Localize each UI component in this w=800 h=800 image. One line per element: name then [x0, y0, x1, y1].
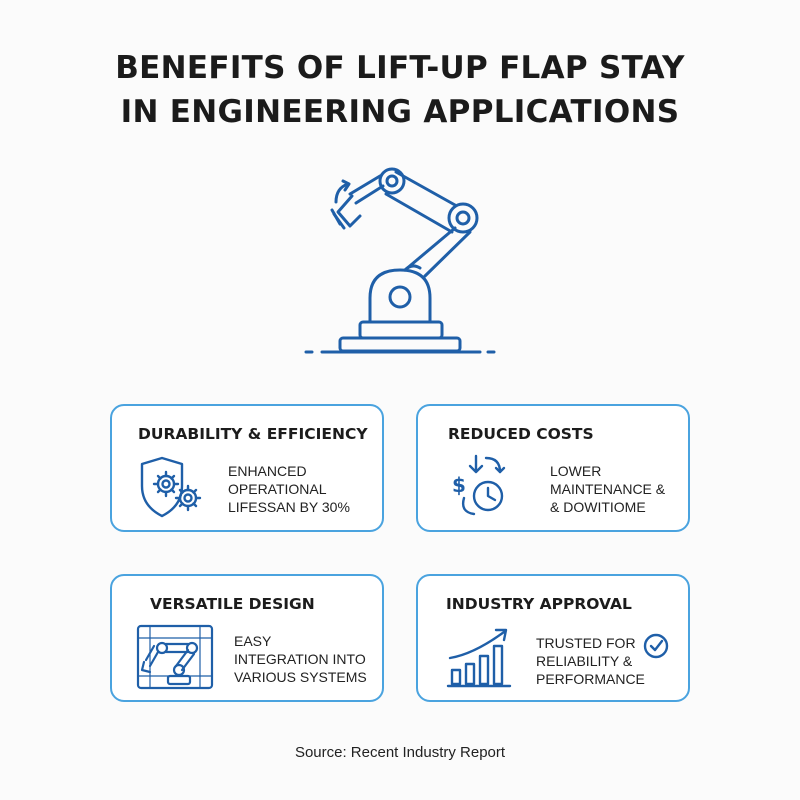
- card-text-line: MAINTENANCE &: [550, 481, 666, 497]
- card-title: VERSATILE DESIGN: [150, 595, 315, 613]
- card-text-line: RELIABILITY &: [536, 653, 633, 669]
- card-description: ENHANCED OPERATIONAL LIFESSAN BY 30%: [228, 462, 350, 516]
- card-text-line: OPERATIONAL: [228, 481, 327, 497]
- card-text-line: INTEGRATION INTO: [234, 651, 366, 667]
- dollar-clock-icon: $: [442, 452, 522, 527]
- card-text-line: & DOWITIOME: [550, 499, 646, 515]
- card-text-line: PERFORMANCE: [536, 671, 645, 687]
- card-text-line: LOWER: [550, 463, 602, 479]
- source-note: Source: Recent Industry Report: [294, 744, 506, 761]
- svg-text:$: $: [452, 473, 466, 497]
- card-text-line: TRUSTED FOR: [536, 635, 636, 651]
- card-text-line: EASY: [234, 633, 272, 649]
- robot-arm-blueprint-icon: [132, 622, 214, 697]
- card-versatile-design: VERSATILE DESIGN EASY INTEGRATION INTO V…: [110, 574, 384, 702]
- card-industry-approval: INDUSTRY APPROVAL TRUSTED FOR RELIABILIT…: [416, 574, 690, 702]
- card-text-line: VARIOUS SYSTEMS: [234, 669, 367, 685]
- card-title: INDUSTRY APPROVAL: [446, 595, 632, 613]
- card-text-line: ENHANCED: [228, 463, 307, 479]
- robotic-arm-icon: [295, 160, 505, 360]
- card-description: EASY INTEGRATION INTO VARIOUS SYSTEMS: [234, 632, 367, 686]
- card-description: LOWER MAINTENANCE & & DOWITIOME: [550, 462, 665, 516]
- card-reduced-costs: REDUCED COSTS $ LOWER MAINTENANCE & & DO…: [416, 404, 690, 532]
- card-description: TRUSTED FOR RELIABILITY & PERFORMANCE: [536, 634, 645, 688]
- shield-gears-icon: [132, 452, 212, 527]
- growth-chart-icon: [444, 624, 516, 695]
- check-circle-icon: [642, 632, 670, 665]
- page-title-line-2: IN ENGINEERING APPLICATIONS: [120, 94, 680, 130]
- card-title: REDUCED COSTS: [448, 425, 594, 443]
- card-title: DURABILITY & EFFICIENCY: [138, 425, 368, 443]
- page-title-line-1: BENEFITS OF LIFT-UP FLAP STAY: [115, 50, 685, 86]
- card-durability-efficiency: DURABILITY & EFFICIENCY ENHANCED OPERATI…: [110, 404, 384, 532]
- card-text-line: LIFESSAN BY 30%: [228, 499, 350, 515]
